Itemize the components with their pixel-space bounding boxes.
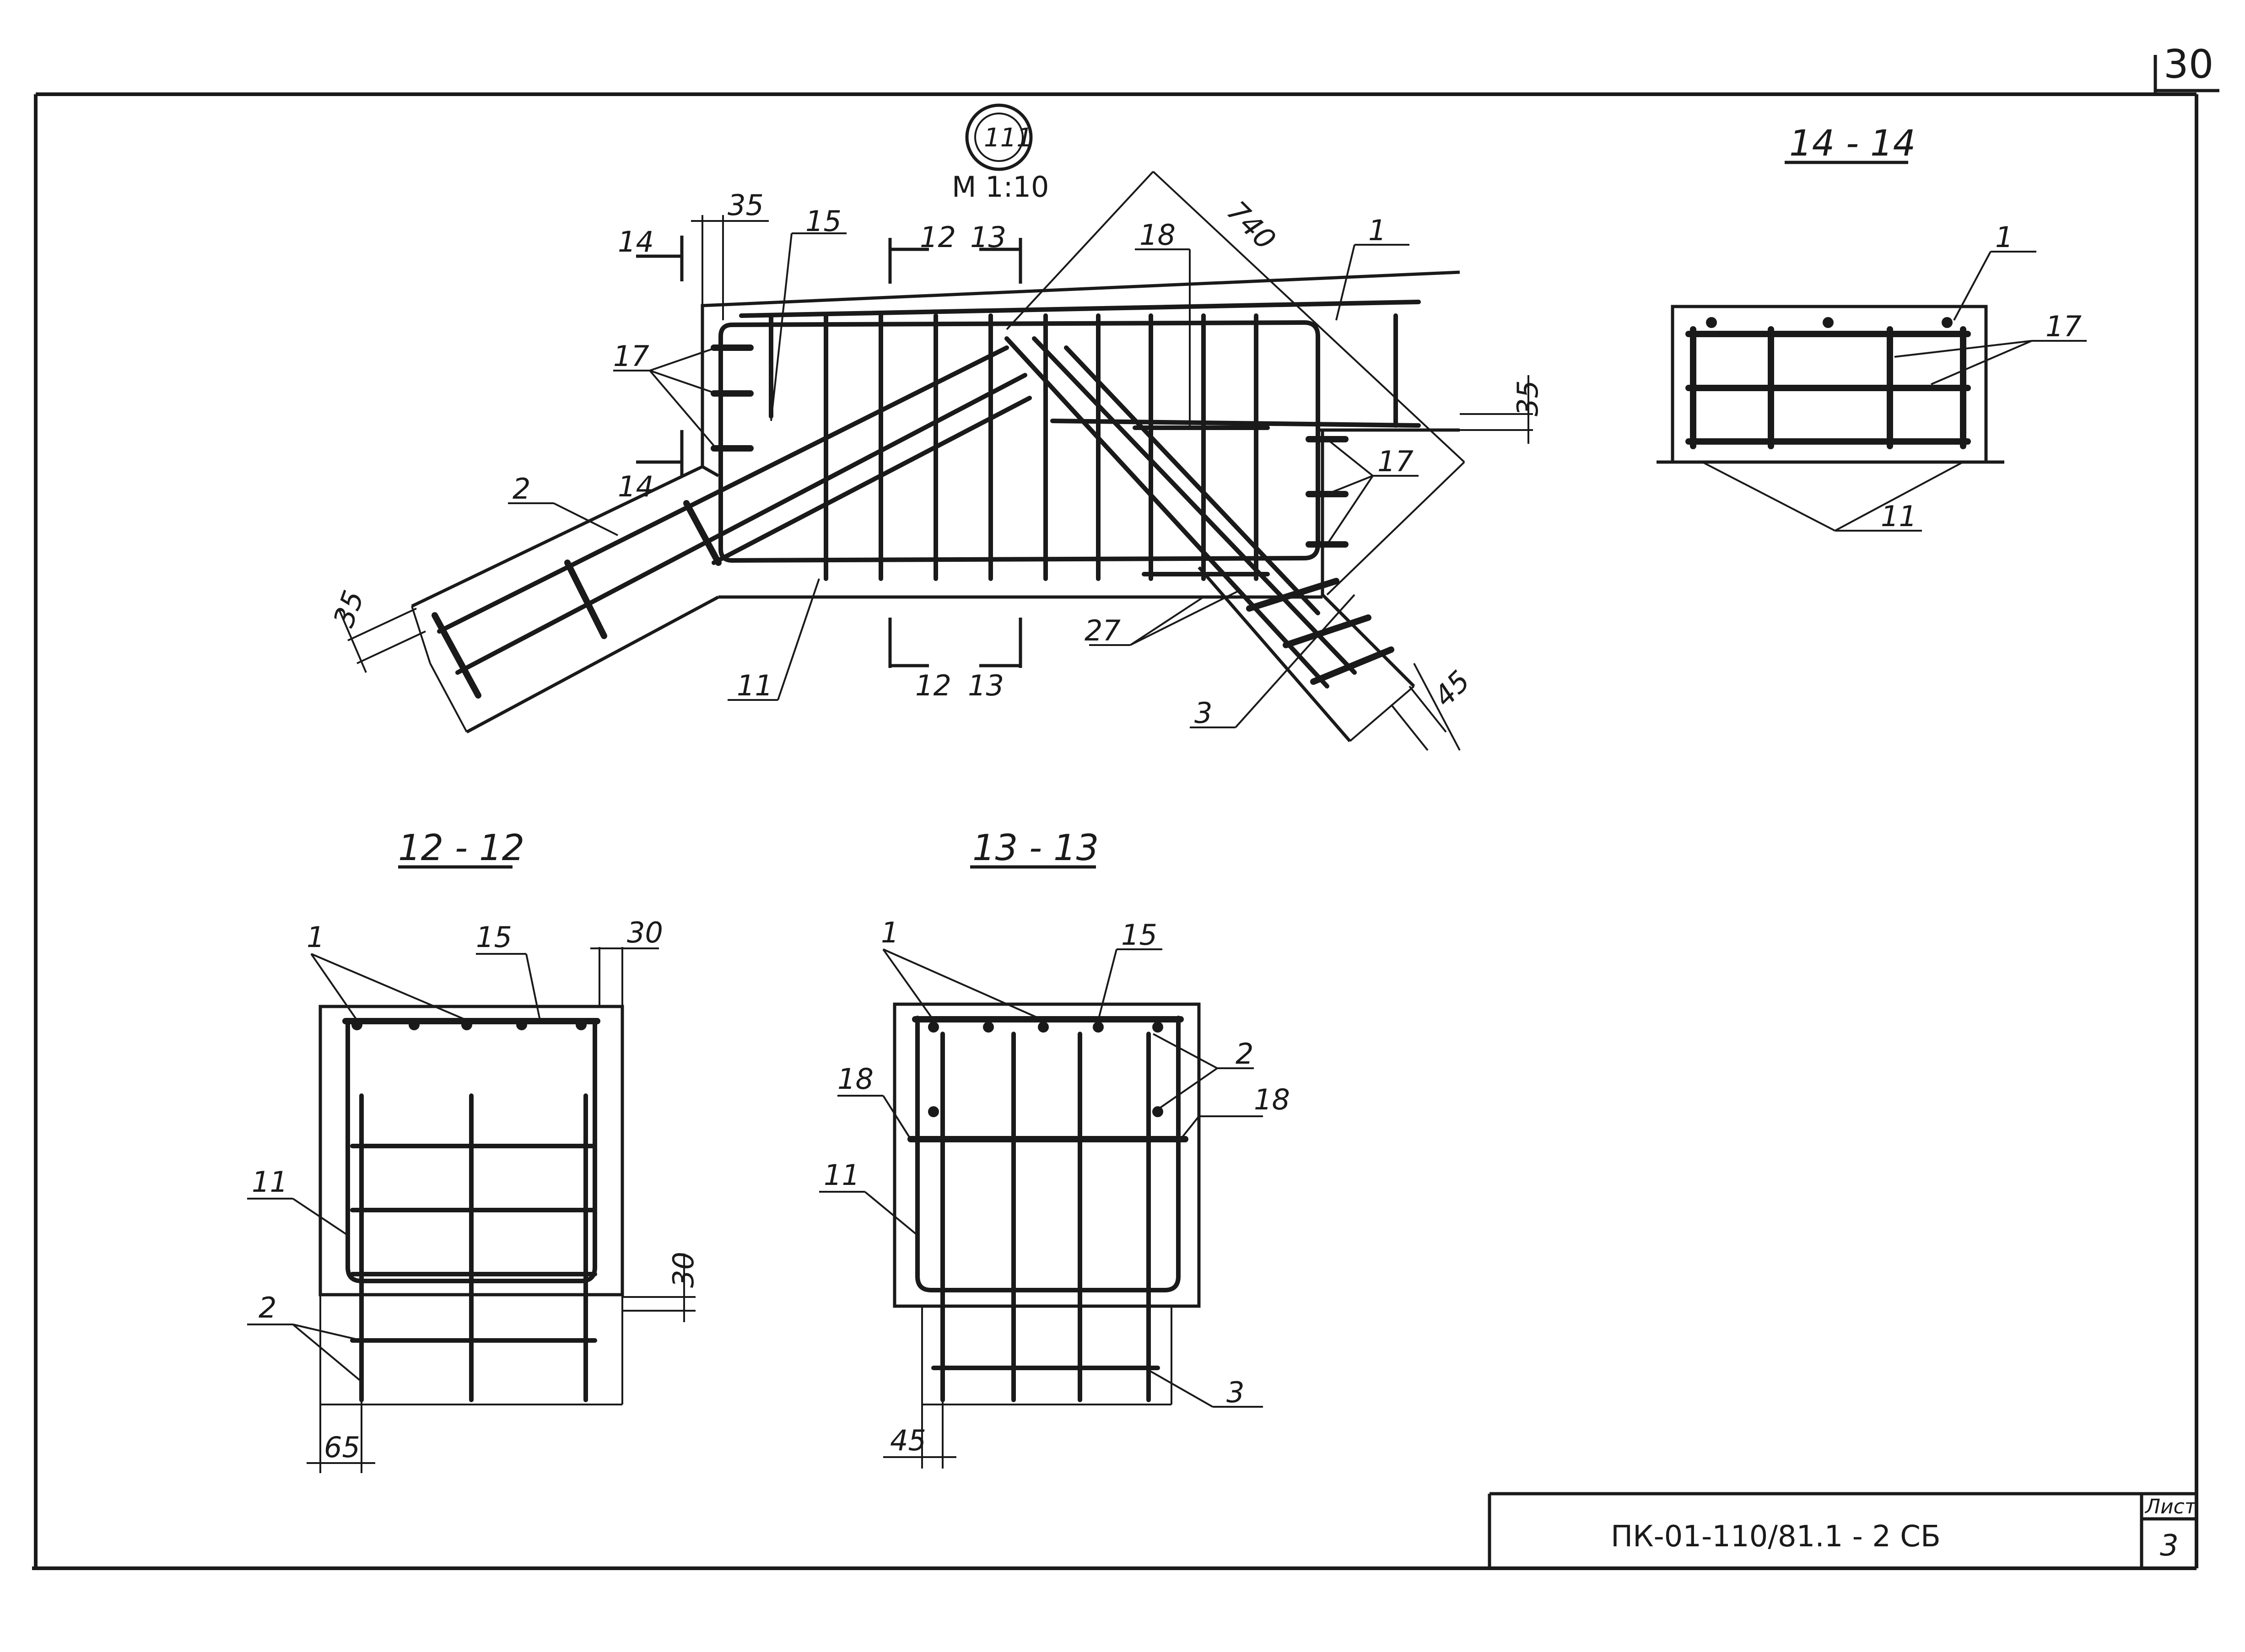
section-13-callout-11: 11 [824,1158,860,1192]
vertical-stirrups [769,313,1398,581]
detail-marker [965,103,1033,171]
cut-13-bottom: 13 [968,669,1004,702]
callout-1: 1 [1368,214,1386,247]
section-13-callout-2: 2 [1236,1037,1253,1071]
cut-14-top: 14 [618,225,654,258]
callout-17-left: 17 [613,339,649,373]
section-12-callout-15: 15 [476,920,512,954]
dim-45: 45 [1427,664,1476,713]
section-12-dim-30-top: 30 [627,916,663,949]
callout-17-right: 17 [1377,445,1414,478]
section-13-callout-18-left: 18 [837,1062,874,1096]
title-block-code: ПК-01-110/81.1 - 2 СБ [1611,1520,1941,1554]
section-13-callout-15: 15 [1121,918,1157,952]
title-block-sheet-label: Лист [2144,1495,2197,1518]
callout-11: 11 [737,669,773,702]
section-12-callout-11: 11 [252,1165,288,1199]
dim-35-right: 35 [1511,380,1544,416]
callout-27: 27 [1085,614,1121,647]
callout-15: 15 [805,204,842,238]
top-sheet-number: 30 [2164,42,2213,87]
section-14-callout-1: 1 [1995,221,2013,254]
dim-35-top: 35 [728,188,764,222]
callout-2: 2 [513,472,530,506]
section-13-callout-1: 1 [881,916,899,949]
section-14-14 [1657,161,2087,532]
title-block [1488,1492,2196,1568]
cut-12-top: 12 [920,221,956,254]
section-14-callout-17: 17 [2045,310,2082,343]
section-13-callout-3: 3 [1226,1376,1244,1409]
section-12-12 [247,865,696,1473]
dim-740: 740 [1220,194,1282,256]
cut-14-bottom: 14 [618,470,654,503]
sheet-frame [32,55,2219,1570]
dim-35-left: 35 [327,586,371,631]
section-12-callout-1: 1 [307,920,324,954]
detail-marker-number: 111 [984,123,1033,153]
section-12-title: 12 - 12 [398,828,524,869]
title-block-sheet-value: 3 [2160,1529,2179,1563]
section-12-dim-30-side: 30 [667,1252,700,1288]
callout-18: 18 [1139,218,1176,252]
section-14-callout-11: 11 [1881,500,1917,533]
section-13-callout-18-right: 18 [1254,1083,1290,1116]
section-12-callout-2: 2 [259,1291,276,1324]
section-14-title: 14 - 14 [1789,123,1916,164]
cut-12-bottom: 12 [915,669,951,702]
section-13-dim-45: 45 [890,1424,926,1457]
scale-label: М 1:10 [952,170,1049,204]
callout-3: 3 [1194,696,1212,730]
main-view [338,171,1533,751]
cut-13-top: 13 [970,221,1006,254]
section-13-title: 13 - 13 [972,828,1099,869]
section-12-dim-65: 65 [324,1431,360,1464]
section-13-13 [819,865,1263,1469]
